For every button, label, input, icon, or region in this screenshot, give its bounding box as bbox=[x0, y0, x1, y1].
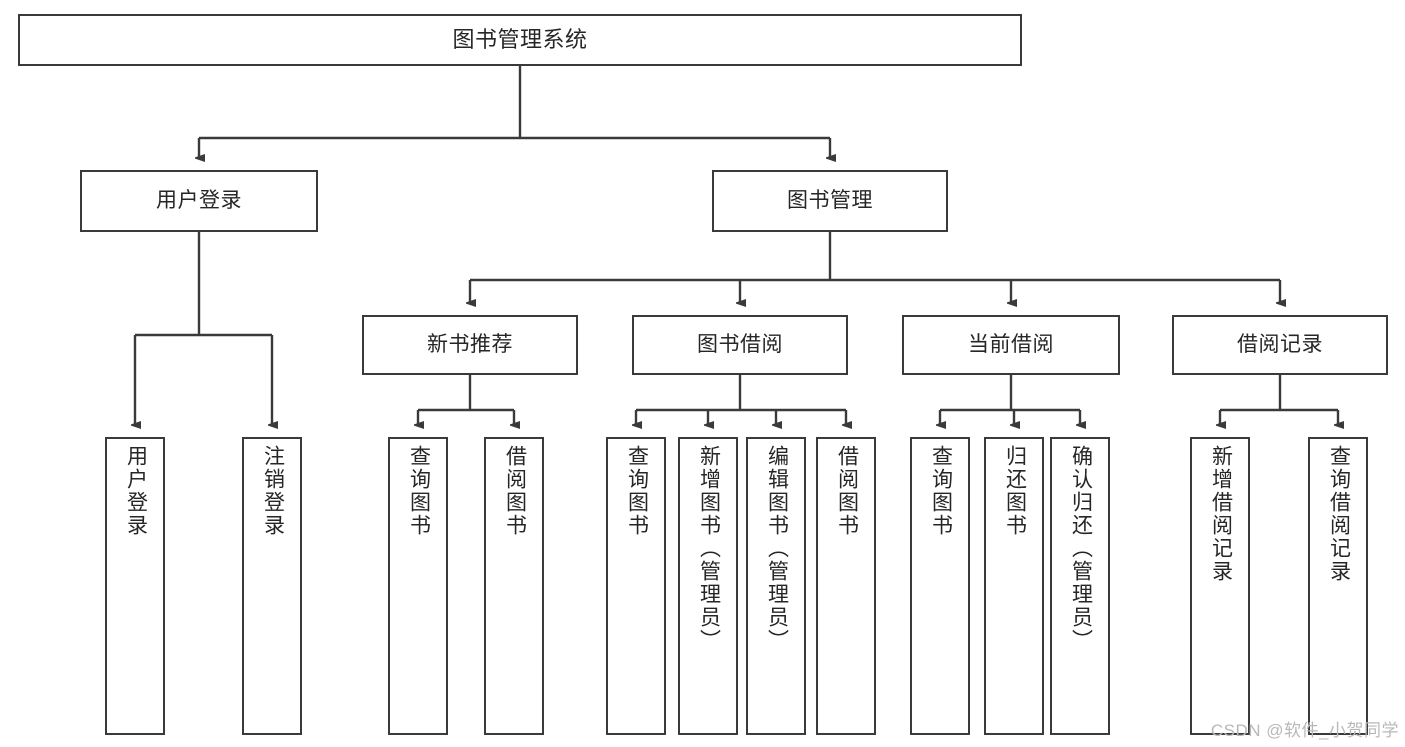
leaf-node[interactable]: 查询图书 bbox=[606, 437, 666, 735]
leaf-node[interactable]: 借阅图书 bbox=[484, 437, 544, 735]
branch-node[interactable]: 图书借阅 bbox=[632, 315, 848, 375]
node-label: 查询图书 bbox=[929, 445, 953, 537]
branch-node[interactable]: 图书管理 bbox=[712, 170, 948, 232]
leaf-node[interactable]: 查询图书 bbox=[388, 437, 448, 735]
node-label: 归还图书 bbox=[1003, 445, 1027, 537]
node-label: 用户登录 bbox=[124, 445, 148, 537]
node-label: 借阅图书 bbox=[835, 445, 859, 537]
node-label: 用户登录 bbox=[156, 189, 242, 213]
node-label: 图书借阅 bbox=[697, 333, 783, 357]
branch-node[interactable]: 当前借阅 bbox=[902, 315, 1120, 375]
branch-node[interactable]: 新书推荐 bbox=[362, 315, 578, 375]
node-label: 查询图书 bbox=[407, 445, 431, 537]
leaf-node[interactable]: 编辑图书（管理员） bbox=[746, 437, 806, 735]
node-label: 注销登录 bbox=[261, 445, 285, 537]
node-label: 查询借阅记录 bbox=[1327, 445, 1351, 583]
leaf-node[interactable]: 注销登录 bbox=[242, 437, 302, 735]
node-label: 图书管理系统 bbox=[452, 26, 588, 52]
node-label: 确认归还（管理员） bbox=[1069, 445, 1093, 652]
node-label: 新增图书（管理员） bbox=[697, 445, 721, 652]
branch-node[interactable]: 用户登录 bbox=[80, 170, 318, 232]
leaf-node[interactable]: 归还图书 bbox=[984, 437, 1044, 735]
node-label: 编辑图书（管理员） bbox=[765, 445, 789, 652]
branch-node[interactable]: 借阅记录 bbox=[1172, 315, 1388, 375]
leaf-node[interactable]: 用户登录 bbox=[105, 437, 165, 735]
node-label: 借阅图书 bbox=[503, 445, 527, 537]
leaf-node[interactable]: 查询借阅记录 bbox=[1308, 437, 1368, 735]
root-node[interactable]: 图书管理系统 bbox=[18, 14, 1022, 66]
leaf-node[interactable]: 确认归还（管理员） bbox=[1050, 437, 1110, 735]
node-label: 查询图书 bbox=[625, 445, 649, 537]
node-label: 新书推荐 bbox=[427, 333, 513, 357]
node-label: 新增借阅记录 bbox=[1209, 445, 1233, 583]
leaf-node[interactable]: 借阅图书 bbox=[816, 437, 876, 735]
leaf-node[interactable]: 新增图书（管理员） bbox=[678, 437, 738, 735]
node-label: 当前借阅 bbox=[968, 333, 1054, 357]
leaf-node[interactable]: 新增借阅记录 bbox=[1190, 437, 1250, 735]
node-label: 图书管理 bbox=[787, 189, 873, 213]
watermark-label: CSDN @软件_小贺同学 bbox=[1210, 721, 1399, 740]
node-label: 借阅记录 bbox=[1237, 333, 1323, 357]
leaf-node[interactable]: 查询图书 bbox=[910, 437, 970, 735]
